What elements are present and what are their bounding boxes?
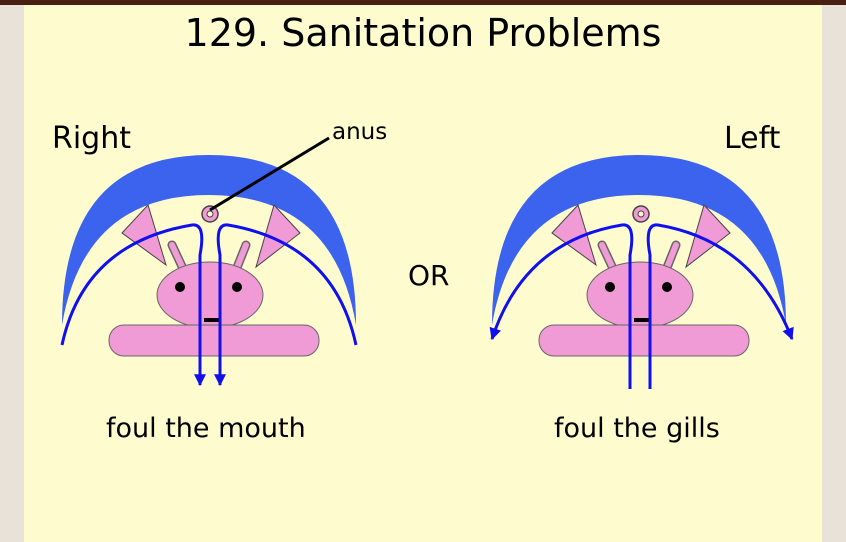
sanitation-diagram bbox=[60, 136, 794, 389]
caption-foul-mouth: foul the mouth bbox=[106, 413, 306, 444]
eye-right-b bbox=[662, 282, 672, 292]
gill-left-a bbox=[121, 204, 167, 267]
label-or: OR bbox=[408, 259, 450, 292]
eye-left-a bbox=[175, 282, 185, 292]
eye-right-a bbox=[605, 282, 615, 292]
anus-pointer-line bbox=[209, 136, 330, 212]
label-right: Right bbox=[52, 121, 131, 156]
flow-right-b bbox=[646, 223, 794, 389]
left-panel bbox=[60, 136, 358, 387]
top-border bbox=[0, 0, 846, 5]
eye-left-b bbox=[232, 282, 242, 292]
base-bar-left bbox=[108, 324, 320, 357]
flow-left-outer-b bbox=[214, 223, 358, 387]
page-title: 129. Sanitation Problems bbox=[184, 11, 662, 55]
base-bar-right bbox=[538, 324, 750, 357]
shell-crescent-right bbox=[492, 155, 786, 325]
label-left: Left bbox=[724, 121, 781, 156]
caption-foul-gills: foul the gills bbox=[554, 413, 720, 444]
mouth-left bbox=[204, 318, 220, 322]
right-panel bbox=[489, 155, 794, 389]
flow-right-a bbox=[489, 223, 634, 389]
anus-left-inner bbox=[206, 210, 214, 218]
gill-right-a bbox=[551, 204, 597, 267]
anus-right-inner bbox=[637, 210, 645, 218]
shell-crescent-left bbox=[62, 155, 356, 325]
mouth-right bbox=[634, 318, 650, 322]
label-anus: anus bbox=[332, 119, 388, 145]
slide: 129. Sanitation Problems Right Left anus… bbox=[24, 5, 822, 542]
flow-left-outer-a bbox=[60, 223, 206, 387]
